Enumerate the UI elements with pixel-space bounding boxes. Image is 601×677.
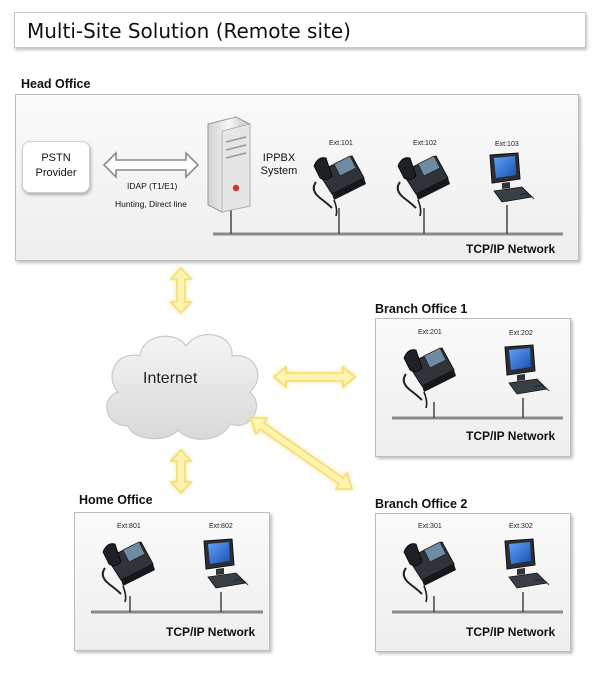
connector-head-internet	[169, 266, 193, 315]
pstn-label-line2: Provider	[35, 167, 77, 179]
branch-1-network-bus	[392, 398, 563, 420]
pstn-link-protocol: IDAP (T1/E1)	[127, 181, 178, 191]
network-label: TCP/IP Network	[466, 429, 556, 443]
connector-internet-branch2	[249, 417, 354, 490]
extension-label: Ext:301	[418, 523, 442, 530]
page-title: Multi-Site Solution (Remote site)	[27, 19, 351, 43]
branch-office-2-label: Branch Office 2	[375, 497, 468, 511]
home-office-network-bus	[91, 592, 263, 614]
pstn-link-features: Hunting, Direct line	[115, 199, 187, 209]
network-label: TCP/IP Network	[166, 625, 256, 639]
internet-cloud-icon	[106, 333, 259, 440]
ip-phone-icon	[396, 155, 451, 217]
extension-label: Ext:102	[413, 140, 437, 147]
pstn-link-arrow	[102, 151, 200, 179]
internet-label: Internet	[143, 370, 198, 387]
extension-label: Ext:101	[329, 140, 353, 147]
branch-2-network-bus	[392, 592, 563, 614]
ip-phone-icon	[101, 541, 156, 603]
computer-icon	[504, 344, 550, 395]
extension-label: Ext:801	[117, 523, 141, 530]
extension-label: Ext:802	[209, 523, 233, 530]
extension-label: Ext:302	[509, 523, 533, 530]
head-office-network-bus	[213, 205, 563, 236]
ippbx-label: IPPBX System	[255, 152, 303, 178]
connector-internet-branch1	[272, 365, 357, 389]
computer-icon	[489, 152, 535, 203]
ip-phone-icon	[402, 541, 457, 603]
home-office-label: Home Office	[79, 493, 153, 507]
branch-office-1-label: Branch Office 1	[375, 302, 468, 316]
pstn-label-line1: PSTN	[41, 152, 71, 164]
head-office-label: Head Office	[21, 77, 91, 91]
ippbx-label-line1: IPPBX	[262, 152, 296, 164]
extension-label: Ext:103	[495, 141, 519, 148]
network-label: TCP/IP Network	[466, 242, 556, 256]
network-label: TCP/IP Network	[466, 625, 556, 639]
pstn-provider-box: PSTN Provider	[22, 141, 90, 193]
ippbx-label-line2: System	[260, 165, 298, 177]
extension-label: Ext:201	[418, 329, 442, 336]
computer-icon	[504, 538, 550, 589]
title-box: Multi-Site Solution (Remote site)	[14, 12, 586, 48]
ip-phone-icon	[312, 155, 367, 217]
connector-internet-home	[169, 448, 193, 495]
extension-label: Ext:202	[509, 330, 533, 337]
ip-phone-icon	[402, 347, 457, 409]
computer-icon	[203, 538, 249, 589]
ippbx-server-icon	[207, 116, 251, 213]
